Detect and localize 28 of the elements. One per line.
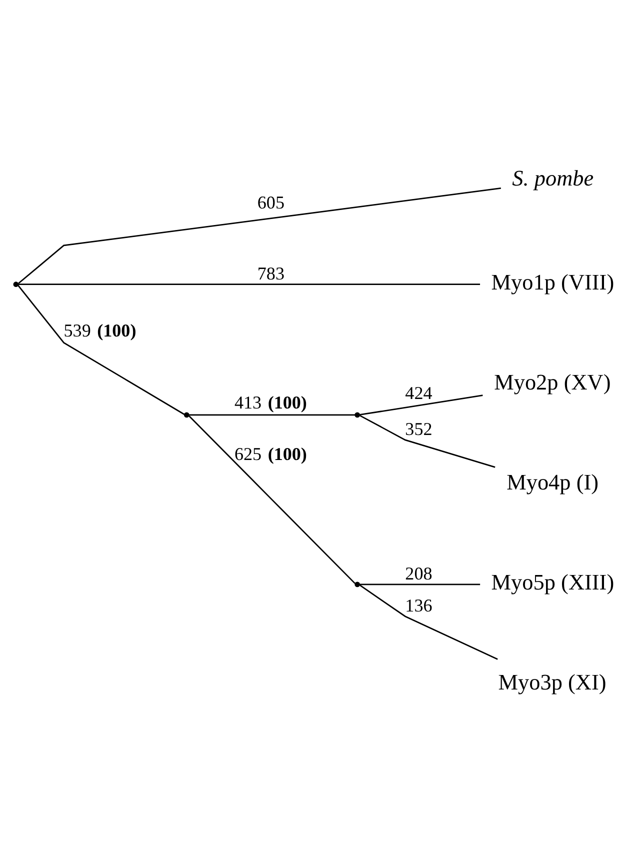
node-text: Myo2p (XV)	[494, 369, 611, 394]
node-point	[13, 281, 19, 287]
node-point	[354, 412, 360, 418]
edge-label: 605	[257, 192, 284, 212]
connector	[360, 584, 498, 660]
connector	[360, 394, 483, 415]
node-point	[354, 581, 360, 587]
connector	[189, 414, 355, 416]
node-text: S. pombe	[512, 164, 594, 190]
connector	[360, 583, 480, 585]
edge-label: 424	[405, 382, 432, 402]
connector	[18, 187, 501, 284]
connector	[18, 283, 480, 285]
node-text: Myo3p (XI)	[498, 669, 606, 694]
edge-label: 136	[405, 594, 432, 615]
connector	[188, 415, 356, 584]
connector	[360, 414, 496, 468]
edge-label: 208	[405, 562, 432, 583]
node-text: Myo4p (I)	[506, 469, 599, 494]
edge-label: 625 (100)	[234, 443, 307, 464]
node-text: Myo5p (XIII)	[491, 569, 614, 594]
connector	[17, 284, 185, 415]
node-text: Myo1p (VIII)	[491, 269, 614, 294]
edge-label: 352	[405, 418, 432, 438]
edge-label: 783	[257, 262, 284, 283]
edge-label: 413 (100)	[234, 392, 307, 412]
edge-label: 539 (100)	[64, 320, 136, 340]
node-point	[184, 412, 190, 418]
